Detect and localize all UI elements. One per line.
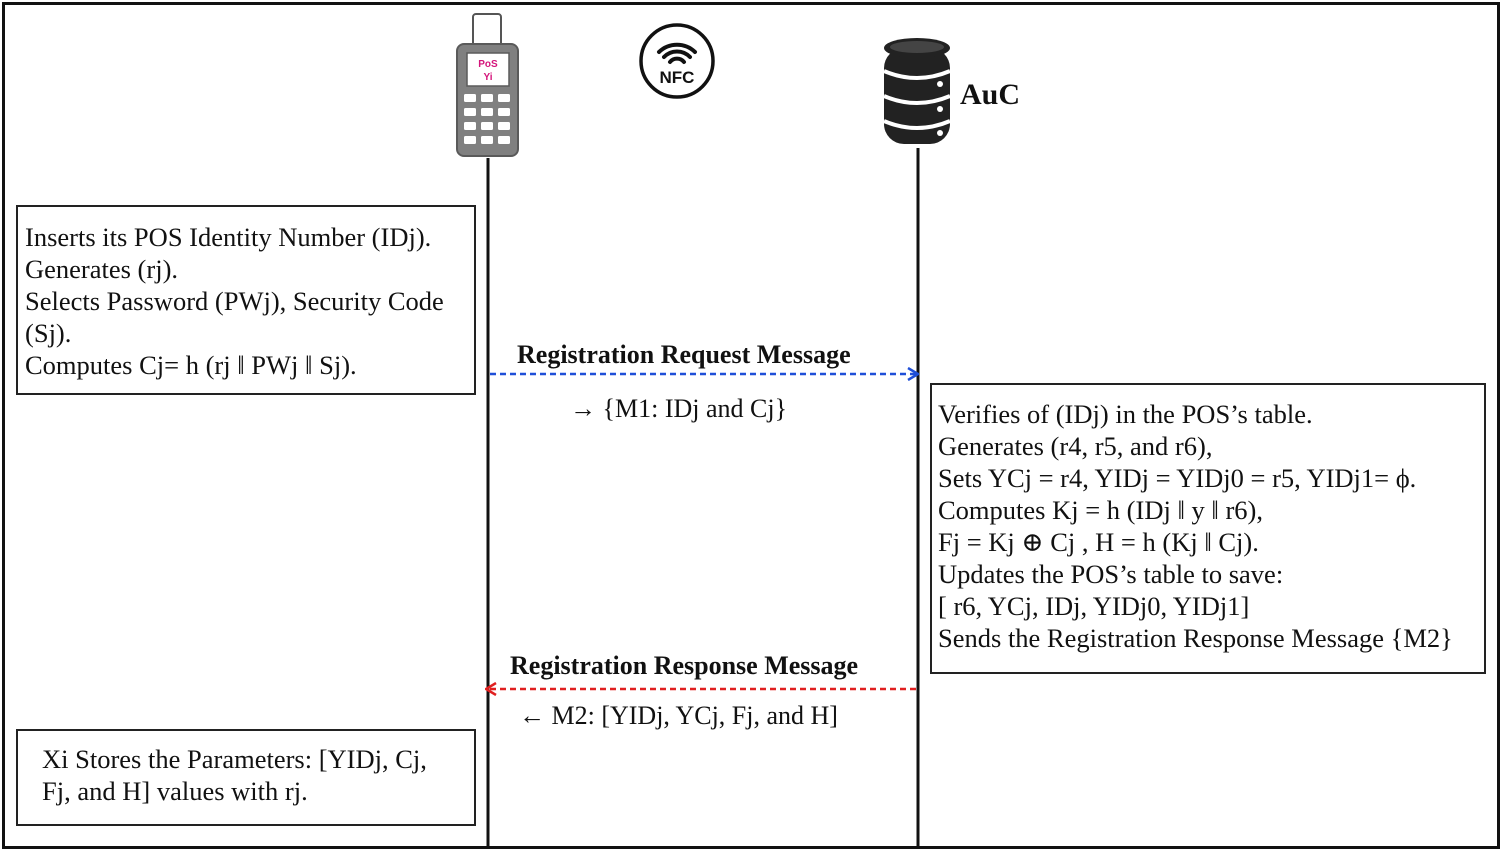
auc-processing-box: Verifies of (IDj) in the POS’s table. Ge…	[930, 383, 1486, 674]
pos-step-line: Inserts its POS Identity Number (IDj).	[25, 222, 432, 252]
auc-step-line: Generates (r4, r5, and r6),	[938, 431, 1213, 461]
auc-step-line: Verifies of (IDj) in the POS’s table.	[938, 399, 1313, 429]
pos-step-line: (Sj).	[25, 318, 72, 348]
request-content: → {M1: IDj and Cj}	[570, 394, 788, 423]
nfc-icon: NFC	[639, 23, 715, 99]
pos-screen-line-2: Yi	[483, 72, 492, 83]
request-title: Registration Request Message	[517, 340, 851, 369]
auc-step-line: [ r6, YCj, IDj, YIDj0, YIDj1]	[938, 591, 1250, 621]
pos-step-line: Generates (rj).	[25, 254, 179, 284]
pos-phone-icon: PoS Yi	[456, 13, 519, 157]
response-content: ← M2: [YIDj, YCj, Fj, and H]	[519, 701, 838, 730]
response-title: Registration Response Message	[510, 651, 859, 680]
pos-step-line: Computes Cj= h (rj ‖ PWj ‖ Sj).	[25, 350, 357, 380]
store-parameters-box: Xi Stores the Parameters: [YIDj, Cj, Fj,…	[16, 729, 476, 826]
nfc-label: NFC	[660, 68, 695, 87]
store-line: Xi Stores the Parameters: [YIDj, Cj,	[42, 744, 427, 774]
database-icon	[883, 38, 951, 144]
auc-step-line: Sets YCj = r4, YIDj = YIDj0 = r5, YIDj1=…	[938, 463, 1417, 493]
auc-step-line: Computes Kj = h (IDj ‖ y ‖ r6),	[938, 495, 1263, 525]
auc-label: AuC	[960, 78, 1021, 111]
auc-step-line: Fj = Kj ⊕ Cj , H = h (Kj ‖ Cj).	[938, 527, 1259, 557]
pos-step-line: Selects Password (PWj), Security Code	[25, 286, 444, 316]
pos-registration-box: Inserts its POS Identity Number (IDj). G…	[16, 205, 476, 395]
pos-screen-line-1: PoS	[478, 59, 498, 70]
auc-step-line: Updates the POS’s table to save:	[938, 559, 1284, 589]
store-line: Fj, and H] values with rj.	[42, 776, 308, 806]
auc-step-line: Sends the Registration Response Message …	[938, 623, 1453, 653]
